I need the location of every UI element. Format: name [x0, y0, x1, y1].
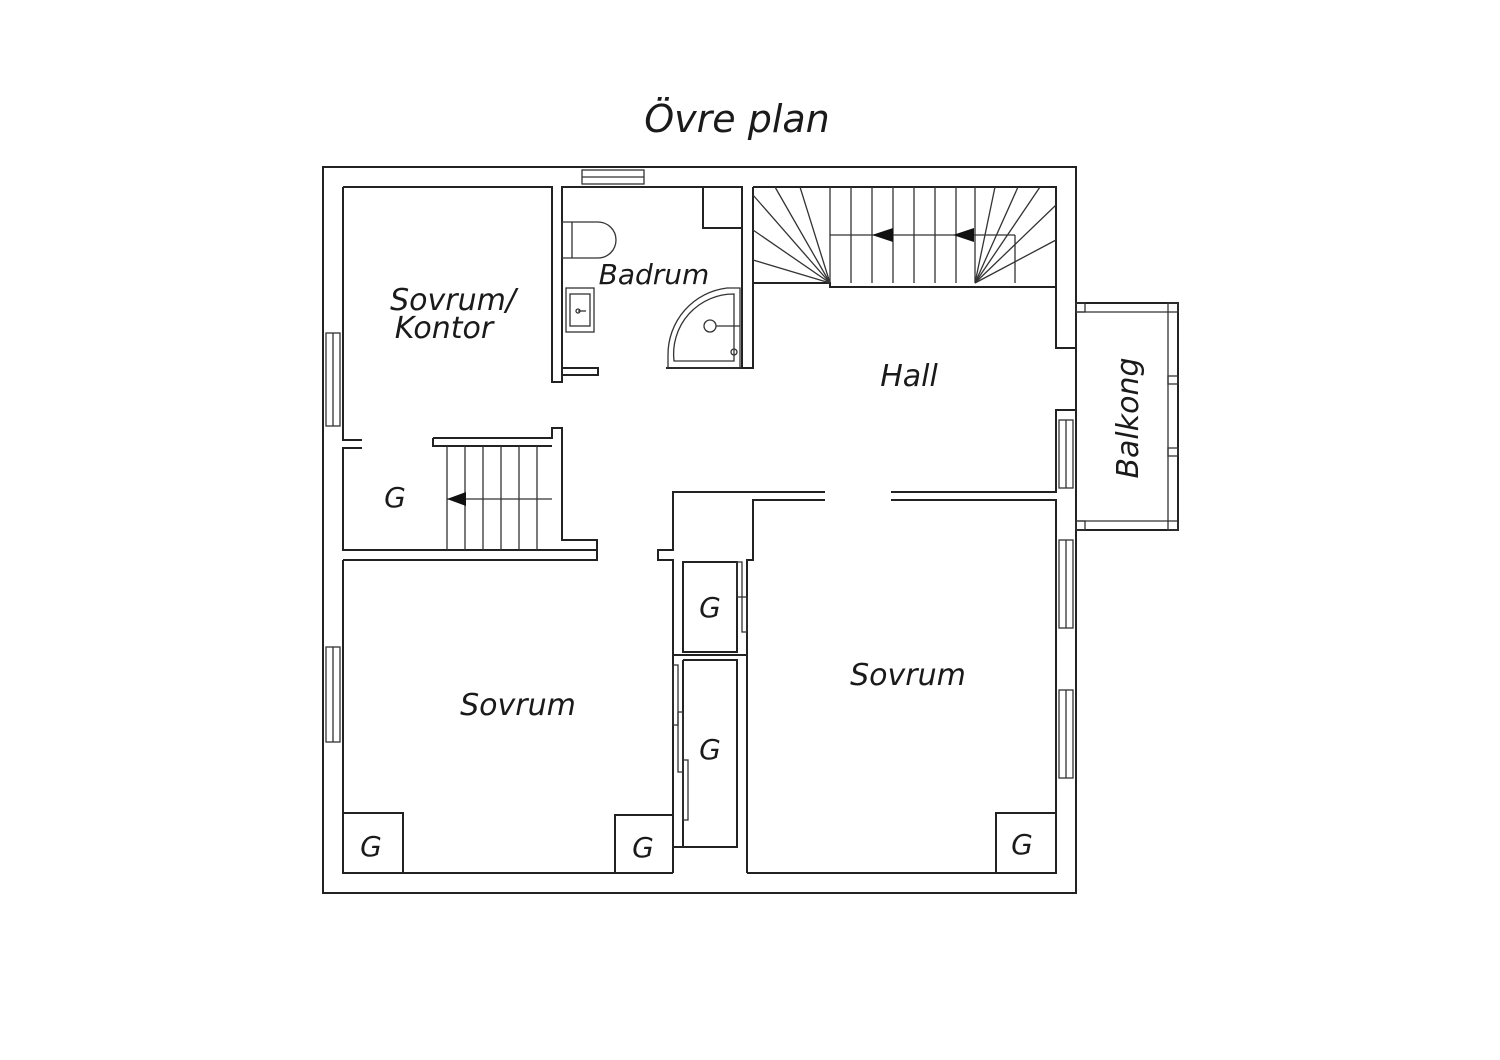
room-label-sovrum-kontor: Sovrum/ [390, 283, 519, 318]
plan-title: Övre plan [644, 97, 830, 141]
closet-label: G [384, 481, 406, 514]
closet-label: G [1011, 828, 1033, 861]
closet-label: G [632, 831, 654, 864]
main-staircase [752, 186, 1057, 284]
room-label-balkong: Balkong [1111, 357, 1146, 478]
room-label-badrum: Badrum [599, 258, 710, 291]
bathroom-fixtures [561, 221, 741, 369]
closet-doors [672, 561, 748, 821]
closet-label: G [699, 591, 721, 624]
small-staircase [446, 446, 552, 550]
room-label-sovrum-right: Sovrum [850, 658, 966, 693]
room-label-hall: Hall [880, 359, 938, 394]
room-label-sovrum-left: Sovrum [460, 688, 576, 723]
closet-label: G [699, 733, 721, 766]
room-labels: Sovrum/ Kontor Badrum Hall Balkong Sovru… [390, 258, 1146, 723]
closet-labels: G G G G G G [360, 481, 1033, 864]
balcony [1075, 302, 1179, 531]
windows [325, 169, 1074, 779]
interior-walls [343, 187, 1056, 873]
closet-label: G [360, 830, 382, 863]
room-label-sovrum-kontor-line2: Kontor [395, 311, 495, 346]
